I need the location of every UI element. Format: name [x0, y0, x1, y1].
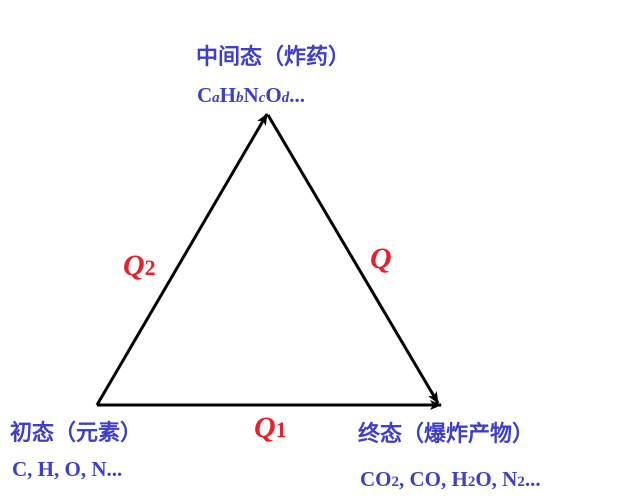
edge-top-to-right-arrow	[266, 114, 440, 404]
left-node-formula: C, H, O, N...	[12, 457, 122, 481]
left-node-title: 初态（元素）	[10, 420, 142, 446]
heat-q1-label: Q1	[254, 411, 287, 444]
edge-left-to-top-arrow	[95, 113, 269, 406]
right-node-formula: CO2, CO, H2O, N2...	[360, 467, 541, 491]
heat-q-label: Q	[370, 242, 392, 275]
top-node-formula: CaHbNcOd...	[197, 83, 305, 107]
top-node-title: 中间态（炸药）	[196, 44, 350, 70]
right-node-title: 终态（爆炸产物）	[358, 421, 534, 447]
heat-q2-label: Q2	[123, 249, 156, 282]
